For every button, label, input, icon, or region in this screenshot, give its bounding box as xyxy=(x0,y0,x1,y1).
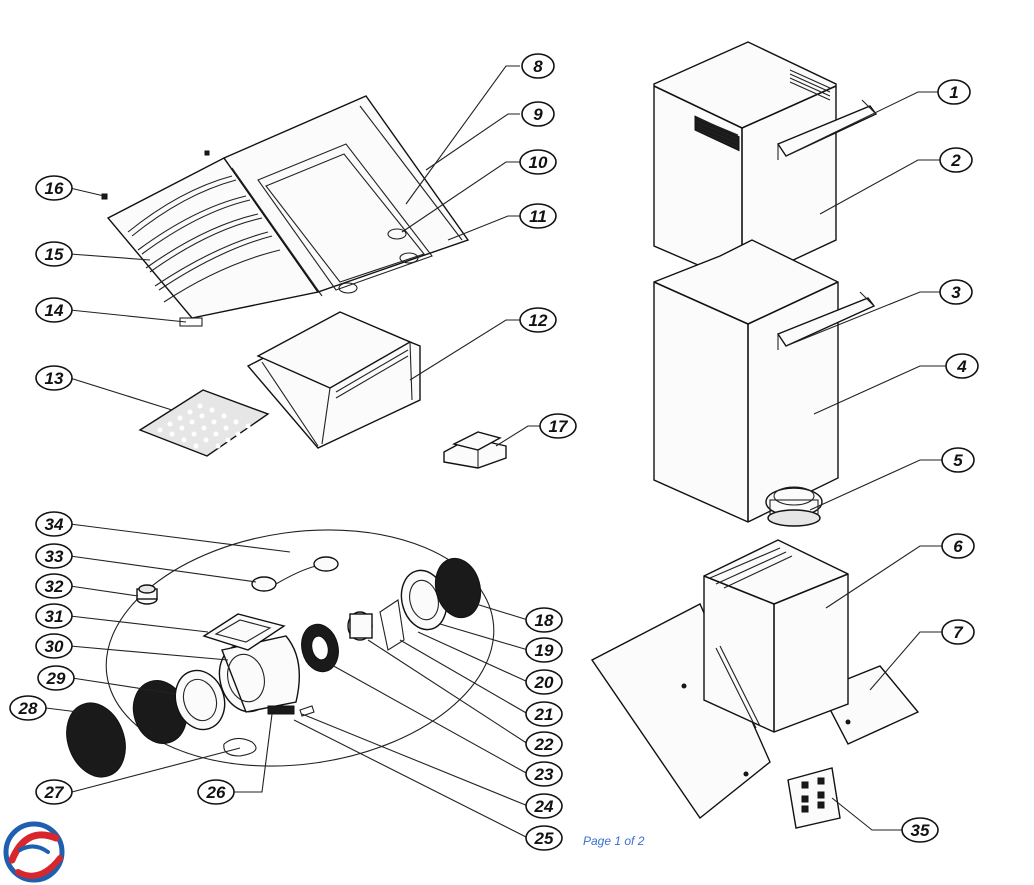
duct-adapter-box xyxy=(246,311,421,449)
callout-25: 25 xyxy=(525,825,563,851)
svg-text:20: 20 xyxy=(534,673,554,692)
callout-17: 17 xyxy=(539,413,577,439)
swirl-logo-icon xyxy=(3,821,65,883)
svg-text:9: 9 xyxy=(533,105,543,124)
svg-text:13: 13 xyxy=(45,369,64,388)
svg-text:26: 26 xyxy=(206,783,226,802)
callout-11: 11 xyxy=(519,203,557,229)
svg-text:11: 11 xyxy=(529,207,547,226)
svg-text:24: 24 xyxy=(534,797,554,816)
svg-text:7: 7 xyxy=(953,623,964,642)
callout-8: 8 xyxy=(521,53,555,79)
callout-22: 22 xyxy=(525,731,563,757)
svg-text:1: 1 xyxy=(949,83,958,102)
callout-30: 30 xyxy=(35,633,73,659)
callout-14: 14 xyxy=(35,297,73,323)
callout-7: 7 xyxy=(941,619,975,645)
svg-text:27: 27 xyxy=(44,783,65,802)
callout-33: 33 xyxy=(35,543,73,569)
svg-text:16: 16 xyxy=(45,179,64,198)
callout-3: 3 xyxy=(939,279,973,305)
motor-housing-box xyxy=(590,539,920,820)
svg-text:5: 5 xyxy=(953,451,963,470)
page-number-label: Page 1 of 2 xyxy=(583,834,645,848)
callout-35: 35 xyxy=(901,817,939,843)
callout-9: 9 xyxy=(521,101,555,127)
callout-24: 24 xyxy=(525,793,563,819)
callout-4: 4 xyxy=(945,353,979,379)
leader-lines xyxy=(45,65,946,839)
svg-text:10: 10 xyxy=(529,153,548,172)
callout-29: 29 xyxy=(37,665,75,691)
callout-6: 6 xyxy=(941,533,975,559)
upper-chimney xyxy=(653,41,837,285)
callout-21: 21 xyxy=(525,701,563,727)
svg-text:3: 3 xyxy=(951,283,961,302)
svg-text:8: 8 xyxy=(533,57,543,76)
callout-10: 10 xyxy=(519,149,557,175)
control-knob xyxy=(136,584,158,605)
vent-slots-left xyxy=(696,117,739,148)
grease-filter xyxy=(138,389,270,457)
callout-13: 13 xyxy=(35,365,73,391)
callout-19: 19 xyxy=(525,637,563,663)
callout-15: 15 xyxy=(35,241,73,267)
hood-top-panel-group xyxy=(101,95,470,327)
callout-34: 34 xyxy=(35,511,73,537)
upper-bracket xyxy=(776,99,878,160)
svg-text:22: 22 xyxy=(534,735,554,754)
svg-text:2: 2 xyxy=(950,151,961,170)
svg-text:33: 33 xyxy=(45,547,64,566)
svg-text:17: 17 xyxy=(549,417,569,436)
callout-18: 18 xyxy=(525,607,563,633)
vent-slots-right xyxy=(789,69,831,101)
callout-27: 27 xyxy=(35,779,73,805)
svg-text:31: 31 xyxy=(45,607,64,626)
svg-text:28: 28 xyxy=(18,699,38,718)
control-switch-box xyxy=(443,431,507,469)
svg-text:34: 34 xyxy=(45,515,64,534)
svg-text:12: 12 xyxy=(529,311,548,330)
callout-31: 31 xyxy=(35,603,73,629)
callout-12: 12 xyxy=(519,307,557,333)
blower-assembly xyxy=(66,529,495,778)
callout-16: 16 xyxy=(35,175,73,201)
svg-text:4: 4 xyxy=(956,357,967,376)
callout-23: 23 xyxy=(525,761,563,787)
svg-text:15: 15 xyxy=(45,245,64,264)
power-cable-plug xyxy=(251,556,339,592)
callout-28: 28 xyxy=(9,695,47,721)
svg-text:18: 18 xyxy=(535,611,554,630)
svg-text:21: 21 xyxy=(534,705,554,724)
callout-1: 1 xyxy=(937,79,971,105)
callout-26: 26 xyxy=(197,779,235,805)
svg-text:14: 14 xyxy=(45,301,64,320)
svg-text:32: 32 xyxy=(45,577,64,596)
screws-bag xyxy=(787,767,841,829)
lower-bracket xyxy=(776,291,876,350)
duct-ring-adapter xyxy=(765,486,823,527)
svg-text:35: 35 xyxy=(911,821,930,840)
callout-5: 5 xyxy=(941,447,975,473)
svg-text:23: 23 xyxy=(534,765,554,784)
callout-20: 20 xyxy=(525,669,563,695)
svg-text:30: 30 xyxy=(45,637,64,656)
svg-text:6: 6 xyxy=(953,537,963,556)
callout-32: 32 xyxy=(35,573,73,599)
callout-bubbles: 1 2 3 4 5 6 7 8 9 10 11 12 13 14 15 16 1… xyxy=(9,53,979,851)
lower-chimney xyxy=(653,239,839,523)
callout-2: 2 xyxy=(939,147,973,173)
svg-text:29: 29 xyxy=(46,669,66,688)
svg-text:19: 19 xyxy=(535,641,554,660)
svg-text:25: 25 xyxy=(534,829,554,848)
